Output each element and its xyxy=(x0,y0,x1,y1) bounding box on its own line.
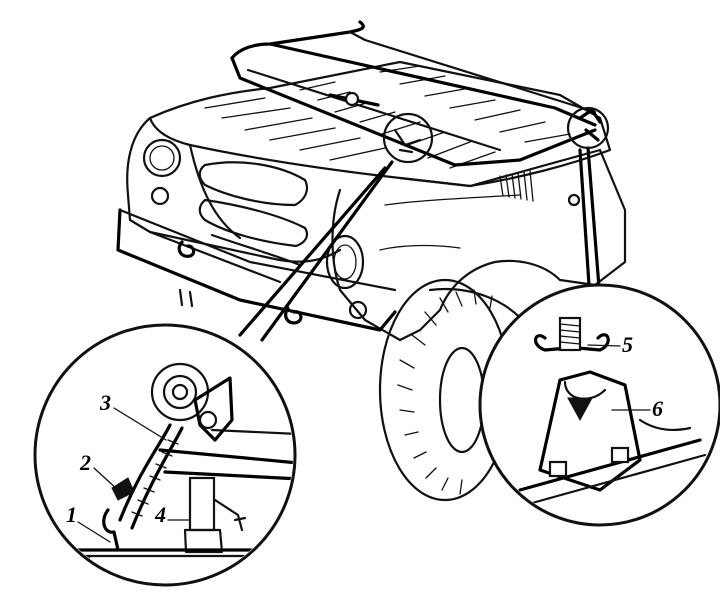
callout-1: 1 xyxy=(66,502,77,527)
callout-4: 4 xyxy=(154,502,166,527)
detail-inset-right xyxy=(478,283,720,527)
detail-marker-left xyxy=(382,112,434,164)
detail-inset-left xyxy=(33,323,297,587)
callout-3: 3 xyxy=(99,390,111,415)
callout-6: 6 xyxy=(652,396,663,421)
callout-labels: 1 2 3 4 5 6 xyxy=(66,332,663,543)
callout-2: 2 xyxy=(79,450,91,475)
callout-5: 5 xyxy=(622,332,633,357)
hood-vent xyxy=(499,170,534,202)
leader-lines xyxy=(238,146,602,342)
detail-marker-right xyxy=(566,106,610,150)
